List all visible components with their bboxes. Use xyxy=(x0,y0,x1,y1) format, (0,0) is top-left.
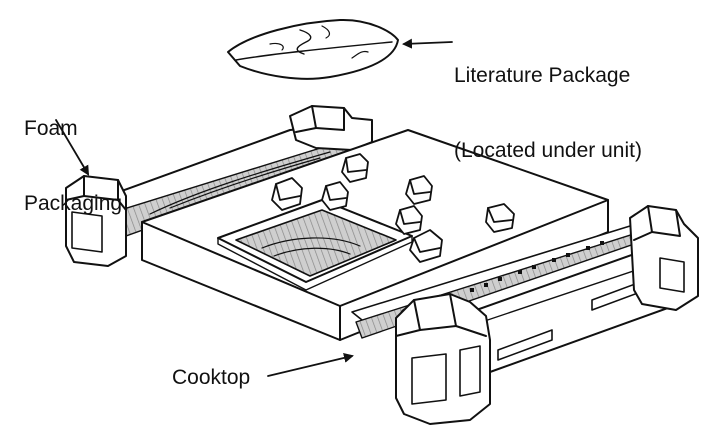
foam-packaging-label: Foam Packaging xyxy=(24,66,122,241)
foam-peg xyxy=(405,175,433,205)
literature-arrow xyxy=(402,38,453,49)
foam-peg xyxy=(409,229,443,263)
literature-package xyxy=(227,18,399,80)
cooktop-body xyxy=(141,129,609,341)
foam-peg xyxy=(321,181,349,211)
foam-corner-front-right xyxy=(629,205,699,311)
foam-peg xyxy=(485,203,515,233)
literature-label-line2: (Located under unit) xyxy=(454,139,642,162)
foam-corner-back-right xyxy=(289,105,373,151)
cooktop-arrow xyxy=(267,352,354,377)
literature-label-line1: Literature Package xyxy=(454,64,631,87)
foam-label-line2: Packaging xyxy=(24,192,123,215)
foam-label-line1: Foam xyxy=(24,117,78,140)
foam-corner-back-left xyxy=(65,175,127,267)
foam-peg xyxy=(271,177,303,211)
cooktop-label: Cooktop xyxy=(172,366,251,389)
literature-package-label: Literature Package (Located under unit) xyxy=(454,13,642,188)
foam-peg xyxy=(395,205,423,235)
foam-corner-front-left xyxy=(395,293,491,425)
foam-arrow xyxy=(55,119,90,176)
foam-peg xyxy=(341,153,369,183)
